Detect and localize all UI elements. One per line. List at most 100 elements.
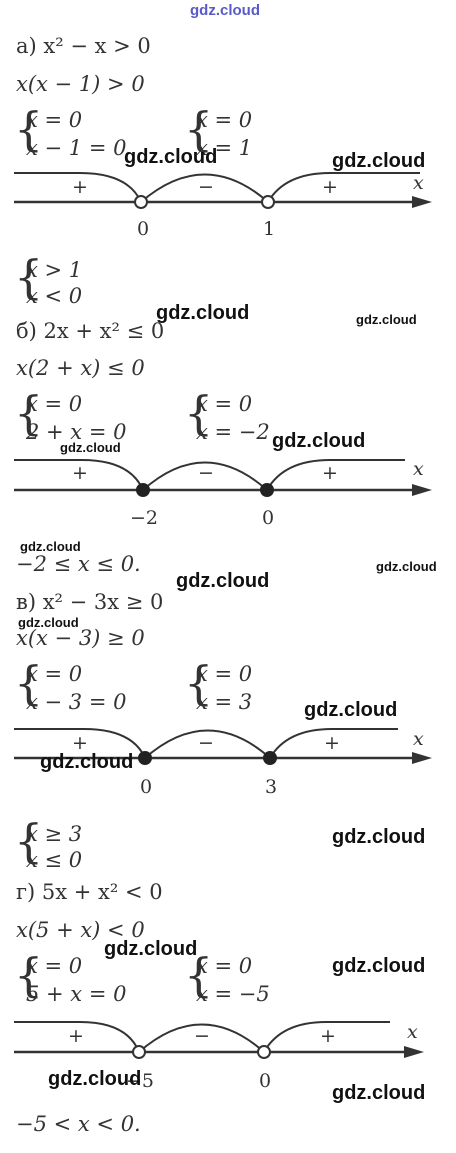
equation: x = −2 — [196, 420, 270, 444]
part-b-factored: x(2 + x) ≤ 0 — [16, 356, 145, 380]
arrow-icon — [404, 1046, 424, 1058]
middle-arc — [138, 1023, 265, 1053]
arrow-icon — [412, 196, 432, 208]
arrow-icon — [412, 484, 432, 496]
brace-icon: { — [14, 102, 44, 156]
number-line-d — [14, 1021, 424, 1059]
watermark: gdz.cloud — [48, 1068, 142, 1090]
point-label: 0 — [262, 507, 275, 529]
point-open — [132, 1045, 146, 1059]
part-c-heading: в) x² − 3x ≥ 0 — [16, 590, 164, 614]
point-label: 1 — [263, 218, 276, 240]
equation: x = 0 — [26, 954, 83, 978]
axis-variable: x — [413, 728, 424, 750]
equation: x = 0 — [196, 954, 253, 978]
equation: x = −5 — [196, 982, 270, 1006]
watermark: gdz.cloud — [332, 150, 426, 172]
middle-arc — [144, 729, 271, 759]
point-open — [134, 195, 148, 209]
watermark: gdz.cloud — [104, 938, 198, 960]
brace-icon: { — [14, 948, 44, 1002]
point-label: 0 — [259, 1070, 272, 1092]
middle-arc — [142, 461, 268, 491]
point-filled — [260, 483, 274, 497]
watermark: gdz.cloud — [332, 1082, 426, 1104]
part-d-heading: г) 5x + x² < 0 — [16, 880, 163, 904]
sign-minus: − — [198, 732, 214, 754]
point-label: 3 — [265, 776, 278, 798]
watermark: gdz.cloud — [124, 146, 218, 168]
axis-variable: x — [407, 1021, 418, 1043]
part-d-answer: −5 < x < 0. — [16, 1112, 141, 1136]
part-d-factored: x(5 + x) < 0 — [16, 918, 145, 942]
point-open — [261, 195, 275, 209]
equation: x = 0 — [196, 662, 253, 686]
answer-line: x ≤ 0 — [26, 848, 83, 872]
left-arc — [81, 459, 144, 491]
answer-line: x ≥ 3 — [26, 822, 83, 846]
watermark: gdz.cloud — [304, 699, 398, 721]
point-filled — [263, 751, 277, 765]
sign-plus: + — [72, 176, 88, 198]
watermark: gdz.cloud — [18, 615, 79, 630]
brace-icon: { — [184, 386, 214, 440]
number-line-b — [14, 459, 432, 497]
watermark: gdz.cloud — [176, 570, 270, 592]
brace-icon: { — [184, 948, 214, 1002]
equation: x = 3 — [196, 690, 253, 714]
point-filled — [138, 751, 152, 765]
equation: x − 1 = 0 — [26, 136, 127, 160]
brace-icon: { — [14, 656, 44, 710]
sign-minus: − — [198, 176, 214, 198]
watermark: gdz.cloud — [356, 312, 417, 327]
axis-variable: x — [413, 458, 424, 480]
middle-arc — [140, 173, 269, 203]
right-arc — [263, 1021, 327, 1053]
watermark: gdz.cloud — [60, 440, 121, 455]
left-arc — [79, 172, 142, 203]
part-b-answer: −2 ≤ x ≤ 0. — [16, 552, 141, 576]
watermark: gdz.cloud — [376, 559, 437, 574]
arrow-icon — [412, 752, 432, 764]
answer-line: x > 1 — [26, 258, 83, 282]
equation: x = 0 — [196, 108, 253, 132]
part-b-heading: б) 2x + x² ≤ 0 — [16, 319, 165, 343]
axis-variable: x — [413, 172, 424, 194]
sign-plus: + — [320, 1025, 336, 1047]
equation: x = 0 — [26, 392, 83, 416]
sign-plus: + — [322, 462, 338, 484]
right-arc — [266, 459, 331, 491]
equation: x = 0 — [26, 108, 83, 132]
point-open — [257, 1045, 271, 1059]
watermark: gdz.cloud — [40, 751, 134, 773]
point-filled — [136, 483, 150, 497]
equation: x − 3 = 0 — [26, 690, 127, 714]
watermark: gdz.cloud — [332, 955, 426, 977]
number-line-c — [14, 728, 432, 765]
watermark: gdz.cloud — [272, 430, 366, 452]
answer-line: x < 0 — [26, 284, 83, 308]
sign-plus: + — [322, 176, 338, 198]
part-a-factored: x(x − 1) > 0 — [16, 72, 145, 96]
sign-minus: − — [198, 462, 214, 484]
watermark: gdz.cloud — [156, 302, 250, 324]
sign-plus: + — [68, 1025, 84, 1047]
equation: x = 1 — [196, 136, 253, 160]
point-label: 0 — [140, 776, 153, 798]
brace-icon: { — [184, 656, 214, 710]
equation: x = 0 — [196, 392, 253, 416]
equation: 2 + x = 0 — [26, 420, 127, 444]
part-a-heading: а) x² − x > 0 — [16, 34, 151, 58]
watermark: gdz.cloud — [20, 539, 81, 554]
sign-plus: + — [72, 732, 88, 754]
brace-icon: { — [14, 386, 44, 440]
left-arc — [79, 1021, 140, 1053]
watermark-top: gdz.cloud — [190, 2, 260, 19]
brace-icon: { — [14, 814, 44, 868]
brace-icon: { — [184, 102, 214, 156]
brace-icon: { — [14, 250, 44, 304]
right-arc — [269, 728, 333, 759]
part-c-factored: x(x − 3) ≥ 0 — [16, 626, 145, 650]
point-label: −5 — [126, 1070, 155, 1092]
equation: 5 + x = 0 — [26, 982, 127, 1006]
